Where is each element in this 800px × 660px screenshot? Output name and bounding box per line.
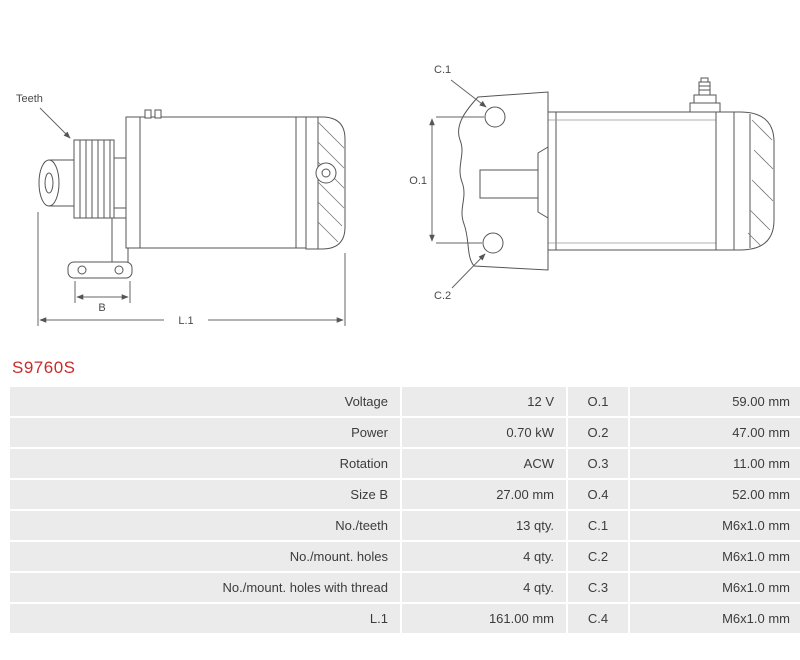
table-row: No./teeth 13 qty. C.1 M6x1.0 mm xyxy=(10,511,800,540)
spec-key: C.4 xyxy=(568,604,628,633)
dim-o1-label: O.1 xyxy=(409,175,427,187)
spec-value: 161.00 mm xyxy=(402,604,566,633)
spec-value: 0.70 kW xyxy=(402,418,566,447)
spec-key-value: M6x1.0 mm xyxy=(630,573,800,602)
starter-motor-drawing: Teeth B L.1 xyxy=(16,64,775,327)
spec-key-value: 52.00 mm xyxy=(630,480,800,509)
spec-key: O.1 xyxy=(568,387,628,416)
spec-value: 12 V xyxy=(402,387,566,416)
teeth-label: Teeth xyxy=(16,93,43,105)
spec-label: No./teeth xyxy=(10,511,400,540)
table-row: Size B 27.00 mm O.4 52.00 mm xyxy=(10,480,800,509)
hatching-right-cap xyxy=(747,119,774,247)
end-view-dimensions xyxy=(429,79,487,289)
spec-value: 27.00 mm xyxy=(402,480,566,509)
spec-key: O.2 xyxy=(568,418,628,447)
product-code: S9760S xyxy=(12,358,76,377)
table-row: Voltage 12 V O.1 59.00 mm xyxy=(10,387,800,416)
dim-l1-label: L.1 xyxy=(178,315,193,327)
table-row: No./mount. holes with thread 4 qty. C.3 … xyxy=(10,573,800,602)
spec-key: C.2 xyxy=(568,542,628,571)
spec-key-value: M6x1.0 mm xyxy=(630,511,800,540)
spec-label: Size B xyxy=(10,480,400,509)
spec-key-value: M6x1.0 mm xyxy=(630,604,800,633)
spec-table: Voltage 12 V O.1 59.00 mm Power 0.70 kW … xyxy=(8,385,800,635)
spec-label: Voltage xyxy=(10,387,400,416)
table-row: No./mount. holes 4 qty. C.2 M6x1.0 mm xyxy=(10,542,800,571)
spec-key: O.3 xyxy=(568,449,628,478)
spec-key-value: 59.00 mm xyxy=(630,387,800,416)
dim-c1-label: C.1 xyxy=(434,64,451,76)
table-row: Rotation ACW O.3 11.00 mm xyxy=(10,449,800,478)
spec-key: C.1 xyxy=(568,511,628,540)
side-view-dimensions xyxy=(37,107,346,326)
spec-value: 13 qty. xyxy=(402,511,566,540)
spec-value: 4 qty. xyxy=(402,573,566,602)
end-view xyxy=(458,77,775,271)
spec-key-value: M6x1.0 mm xyxy=(630,542,800,571)
spec-key: O.4 xyxy=(568,480,628,509)
spec-key: C.3 xyxy=(568,573,628,602)
spec-value: 4 qty. xyxy=(402,542,566,571)
spec-key-value: 11.00 mm xyxy=(630,449,800,478)
spec-label: Power xyxy=(10,418,400,447)
spec-value: ACW xyxy=(402,449,566,478)
table-row: Power 0.70 kW O.2 47.00 mm xyxy=(10,418,800,447)
spec-label: Rotation xyxy=(10,449,400,478)
dim-b-label: B xyxy=(98,302,105,314)
spec-label: L.1 xyxy=(10,604,400,633)
spec-label: No./mount. holes with thread xyxy=(10,573,400,602)
spec-key-value: 47.00 mm xyxy=(630,418,800,447)
table-row: L.1 161.00 mm C.4 M6x1.0 mm xyxy=(10,604,800,633)
spec-label: No./mount. holes xyxy=(10,542,400,571)
technical-diagram: Teeth B L.1 xyxy=(16,64,775,327)
dim-c2-label: C.2 xyxy=(434,290,451,302)
side-view xyxy=(38,109,346,279)
